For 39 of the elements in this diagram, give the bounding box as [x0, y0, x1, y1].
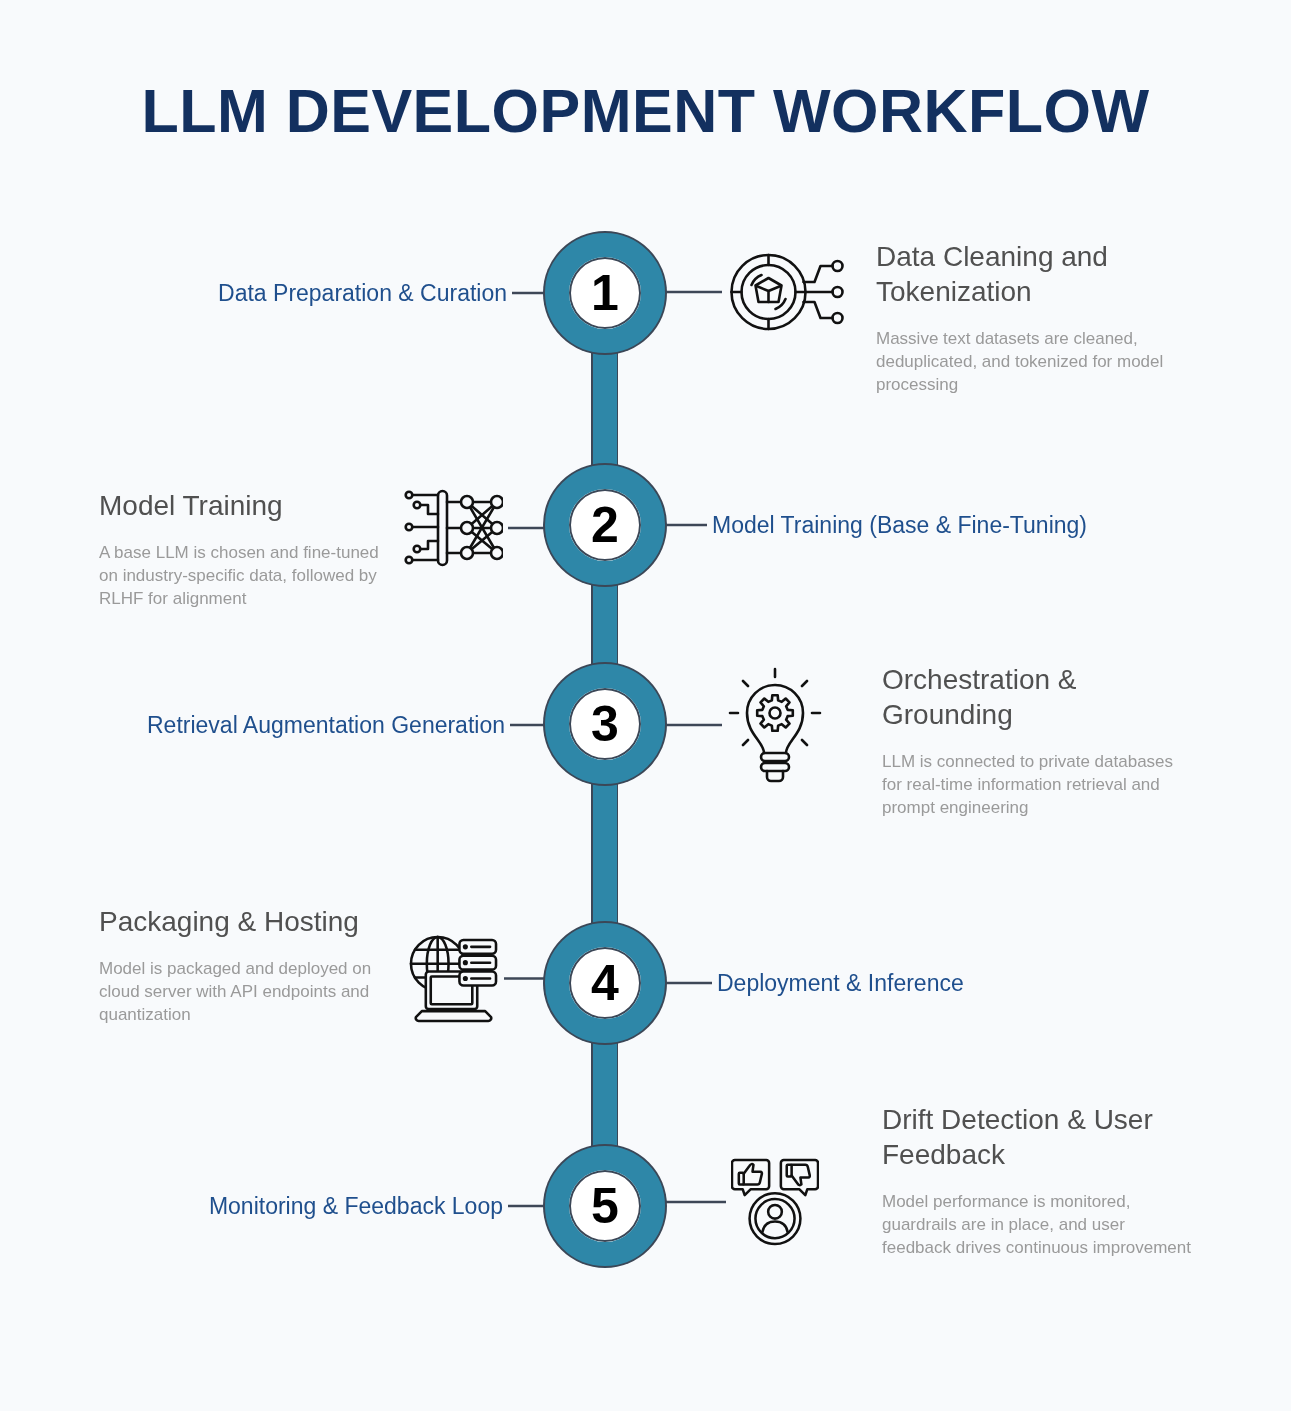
- step-heading: Orchestration & Grounding: [882, 663, 1078, 732]
- step-label: Monitoring & Feedback Loop: [208, 1192, 503, 1220]
- step-label: Deployment & Inference: [717, 969, 964, 997]
- step-number: 5: [591, 1181, 619, 1231]
- connector-line: [665, 723, 722, 727]
- step-number: 1: [591, 268, 619, 318]
- connector-line: [510, 723, 545, 727]
- step-description: Massive text datasets are cleaned, deduplicated, and tokenized for model processing: [876, 328, 1165, 396]
- connector-line: [512, 291, 545, 295]
- step-heading: Model Training: [99, 489, 284, 523]
- timeline-bar: [593, 353, 617, 465]
- cube-network-icon: [727, 252, 847, 332]
- connector-line: [508, 1204, 545, 1208]
- step-description: A base LLM is chosen and fine-tuned on industry-specific data, followed by RLHF for alignment: [99, 542, 380, 610]
- step-label: Data Preparation & Curation: [218, 279, 507, 307]
- step-label: Model Training (Base & Fine-Tuning): [712, 511, 1087, 539]
- title: LLM DEVELOPMENT WORKFLOW: [141, 76, 1150, 146]
- connector-line: [665, 1200, 726, 1204]
- globe-laptop-server-icon: [408, 934, 499, 1023]
- timeline-bar: [593, 585, 617, 664]
- neural-network-icon: [402, 489, 503, 567]
- step-description: LLM is connected to private databases for real-time information retrieval and prompt engineering: [882, 751, 1175, 819]
- step-heading: Packaging & Hosting: [99, 905, 360, 939]
- step-number: 4: [591, 958, 619, 1008]
- step-description: Model is packaged and deployed on cloud server with API endpoints and quantization: [99, 958, 373, 1026]
- connector-line: [665, 290, 722, 294]
- connector-line: [665, 523, 707, 527]
- timeline-bar: [593, 1043, 617, 1146]
- user-feedback-icon: [731, 1158, 819, 1246]
- connector-line: [665, 981, 712, 985]
- step-number: 2: [591, 500, 619, 550]
- connector-line: [508, 526, 545, 530]
- step-heading: Data Cleaning and Tokenization: [876, 240, 1109, 309]
- connector-line: [504, 977, 545, 980]
- step-label: Retrieval Augmentation Generation: [147, 711, 505, 739]
- timeline-bar: [593, 784, 617, 923]
- step-heading: Drift Detection & User Feedback: [882, 1103, 1154, 1172]
- step-description: Model performance is monitored, guardrails are in place, and user feedback drives continuous improvement: [882, 1191, 1192, 1259]
- step-number: 3: [591, 699, 619, 749]
